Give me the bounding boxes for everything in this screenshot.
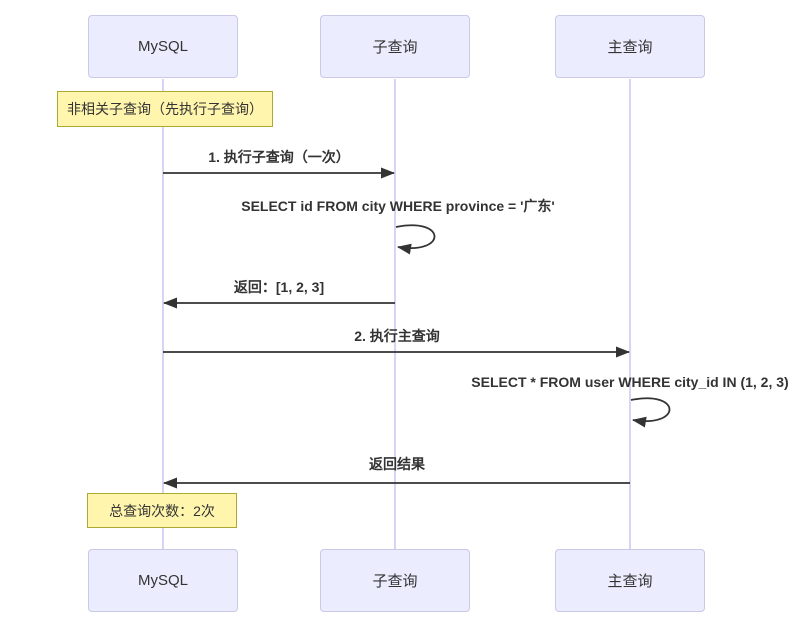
participant-mainquery-bottom-label: 主查询 [607, 573, 653, 590]
self-message-label-mainquery: SELECT * FROM user WHERE city_id IN (1, … [471, 374, 789, 390]
message-label-1: 1. 执行子查询（一次） [208, 149, 350, 165]
participant-mysql-bottom-label: MySQL [137, 572, 188, 589]
participant-mysql-top: MySQL [88, 15, 238, 78]
participant-subquery-top: 子查询 [320, 15, 470, 78]
note-total-query-count: 总查询次数：2次 [87, 493, 237, 528]
participant-mysql-top-label: MySQL [137, 38, 188, 55]
participant-mysql-bottom: MySQL [88, 549, 238, 612]
self-loop-subquery [395, 224, 436, 255]
message-label-return-1: 返回：[1, 2, 3] [233, 279, 325, 295]
note-noncorrelated-subquery-text: 非相关子查询（先执行子查询） [67, 101, 263, 117]
participant-subquery-bottom-label: 子查询 [372, 573, 418, 590]
participant-subquery-bottom: 子查询 [320, 549, 470, 612]
self-loop-mainquery [630, 397, 671, 428]
message-label-return-2: 返回结果 [369, 456, 425, 472]
self-message-label-subquery: SELECT id FROM city WHERE province = '广东… [241, 198, 555, 214]
participant-mainquery-bottom: 主查询 [555, 549, 705, 612]
participant-mainquery-top: 主查询 [555, 15, 705, 78]
participant-mainquery-top-label: 主查询 [607, 39, 653, 56]
note-total-query-count-text: 总查询次数：2次 [109, 502, 215, 519]
participant-subquery-top-label: 子查询 [372, 39, 418, 56]
note-noncorrelated-subquery: 非相关子查询（先执行子查询） [57, 91, 273, 127]
message-label-2: 2. 执行主查询 [354, 328, 440, 344]
